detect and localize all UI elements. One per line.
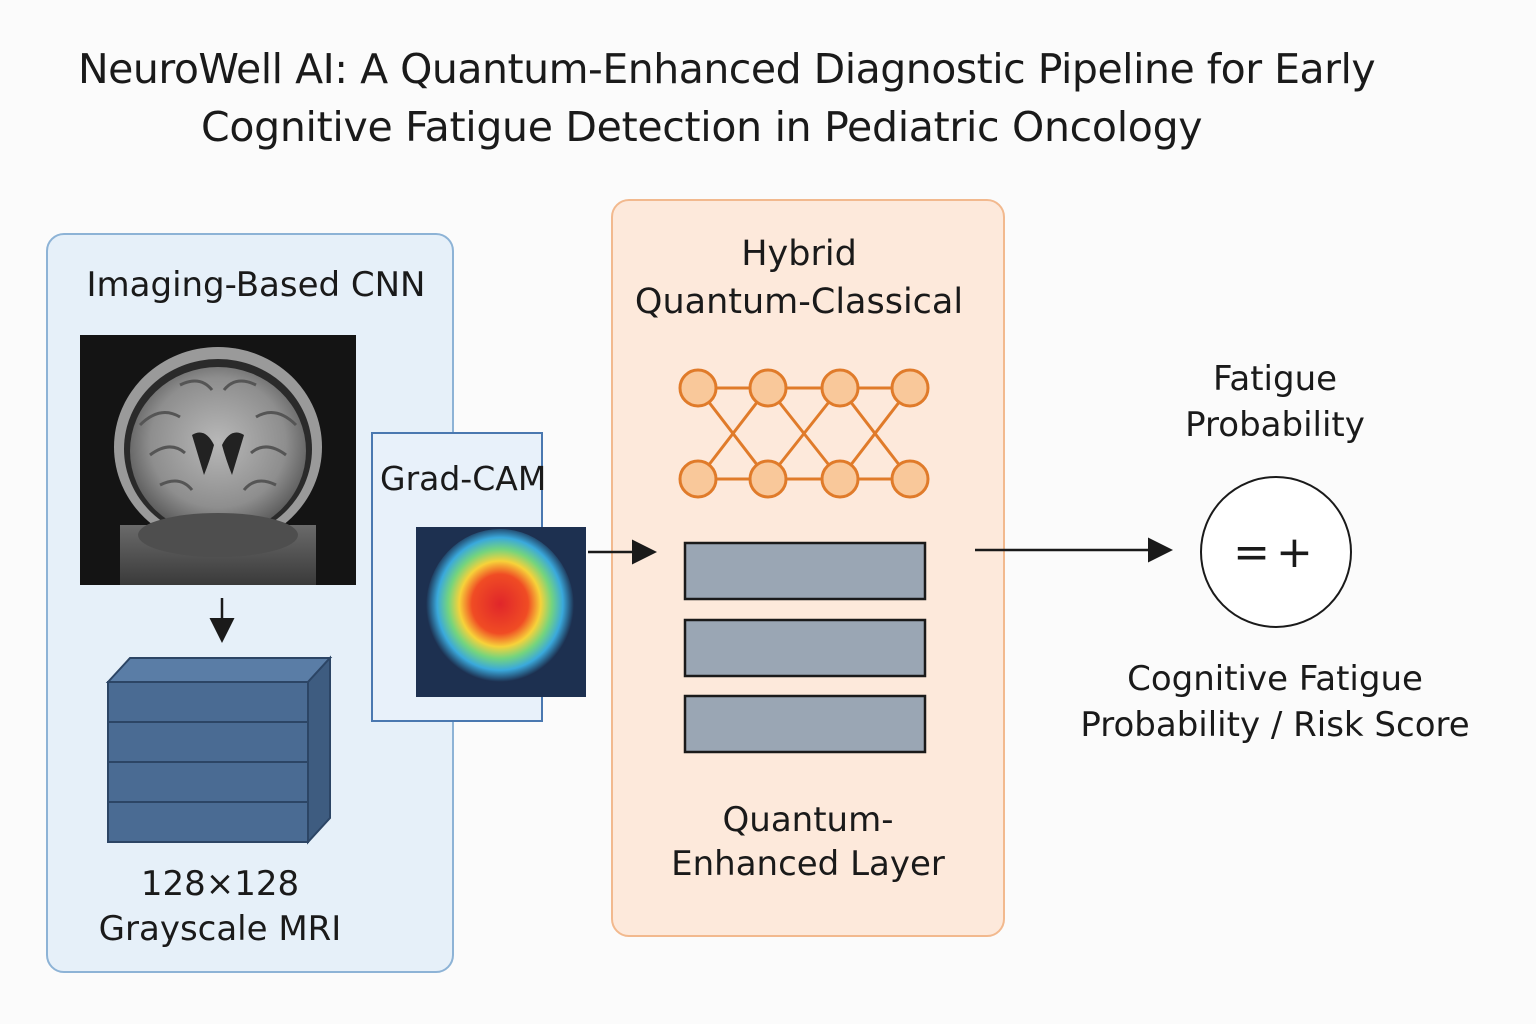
gradcam-heatmap (416, 527, 586, 697)
layer-block (683, 694, 927, 754)
gradcam-label: Grad-CAM (380, 459, 547, 498)
network-node (748, 368, 788, 408)
layer-block (683, 541, 927, 601)
hybrid-panel-title: Hybrid Quantum-Classical (634, 234, 964, 322)
mri-image (80, 335, 356, 585)
network-node (820, 368, 860, 408)
network-node (890, 459, 930, 499)
quantum-layer-caption: Quantum- Enhanced Layer (671, 800, 945, 884)
mri-caption: 128×128 Grayscale MRI (98, 864, 342, 949)
network-node (748, 459, 788, 499)
cnn-feature-stack (105, 655, 333, 845)
cnn-panel-title: Imaging-Based CNN (86, 265, 426, 305)
network-node (890, 368, 930, 408)
quantum-layer-blocks (683, 541, 927, 754)
network-node (678, 368, 718, 408)
output-symbol: =+ (1233, 526, 1319, 578)
network-node (820, 459, 860, 499)
fatigue-probability-title: Fatigue Probability (1185, 359, 1365, 445)
title-line-2: Cognitive Fatigue Detection in Pediatric… (201, 103, 1203, 151)
network-node (678, 459, 718, 499)
title-line-1: NeuroWell AI: A Quantum-Enhanced Diagnos… (78, 45, 1376, 93)
layer-block (683, 618, 927, 678)
risk-score-caption: Cognitive Fatigue Probability / Risk Sco… (1080, 659, 1470, 745)
diagram-title: NeuroWell AI: A Quantum-Enhanced Diagnos… (40, 40, 1420, 156)
output-node: =+ (1200, 476, 1352, 628)
quantum-network (678, 368, 930, 499)
